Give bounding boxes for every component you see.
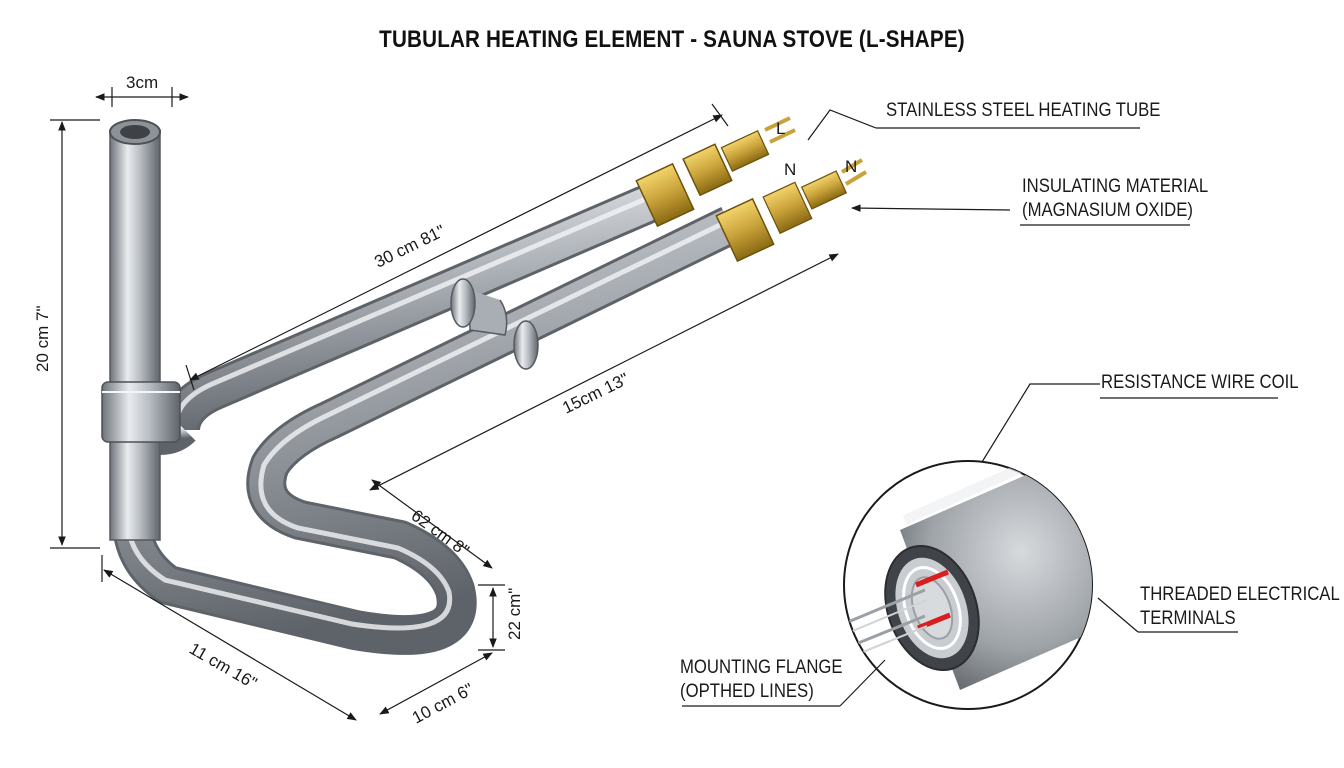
callout-heating-tube: STAINLESS STEEL HEATING TUBE [886, 99, 1160, 123]
dimension-lines [50, 87, 839, 721]
callout-flange-line2: (OPTHED LINES) [680, 681, 814, 702]
callout-heating-tube-text: STAINLESS STEEL HEATING TUBE [886, 100, 1161, 121]
callout-resistance-coil-text: RESISTANCE WIRE COIL [1101, 372, 1299, 393]
callout-threaded-terminals: THREADED ELECTRICAL TERMINALS [1140, 583, 1340, 631]
terminal-back [715, 158, 868, 263]
dim-long-top: 30 cm 81" [371, 221, 448, 271]
dim-bottom-short: 10 cm 6" [409, 680, 477, 728]
callout-insulating-line2: (MAGNASIUM OXIDE) [1022, 200, 1193, 221]
terminal-label-l: L [776, 119, 785, 138]
dim-diameter: 3cm [126, 73, 158, 92]
terminal-label-n1: N [784, 160, 796, 179]
terminal-label-n2: N [845, 157, 857, 176]
dim-vertical: 20 cm 7" [33, 305, 52, 372]
dim-bend-height: 22 cm" [505, 588, 524, 640]
callout-flange-line1: MOUNTING FLANGE [680, 657, 843, 678]
callout-mounting-flange: MOUNTING FLANGE (OPTHED LINES) [680, 656, 843, 704]
callout-leaders [682, 109, 1278, 707]
heating-element [101, 116, 868, 655]
dim-bottom-long: 11 cm 16" [186, 639, 260, 693]
callout-insulating-material: INSULATING MATERIAL (MAGNASIUM OXIDE) [1022, 175, 1208, 223]
cutaway-detail [843, 460, 1093, 710]
callout-resistance-coil: RESISTANCE WIRE COIL [1101, 371, 1299, 395]
page-title: TUBULAR HEATING ELEMENT - SAUNA STOVE (L… [379, 26, 965, 53]
callout-terminals-line2: TERMINALS [1140, 608, 1236, 629]
callout-terminals-line1: THREADED ELECTRICAL [1140, 584, 1340, 605]
mounting-collar [101, 381, 181, 443]
callout-insulating-line1: INSULATING MATERIAL [1022, 176, 1209, 197]
